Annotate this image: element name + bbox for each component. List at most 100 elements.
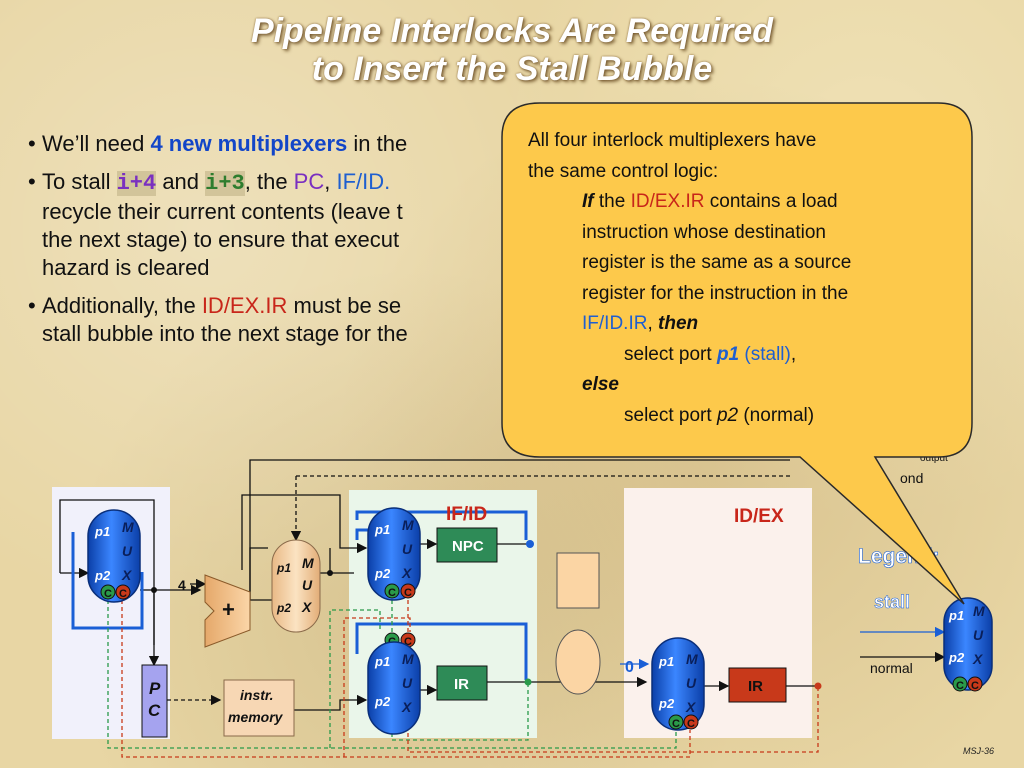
callout-then-line: IF/ID.IR, then bbox=[528, 309, 958, 340]
ir-junction-green bbox=[524, 678, 532, 686]
mux-port-p2: p2 bbox=[94, 568, 111, 583]
mux-label-x: X bbox=[121, 567, 133, 583]
bullet-1-tail: in the bbox=[347, 131, 408, 156]
bullet-2-code-i3: i+3 bbox=[205, 171, 245, 196]
bullet-3-tail: must be se bbox=[287, 293, 402, 318]
callout-line-5: register is the same as a source bbox=[582, 252, 852, 273]
bullet-2: • To stall i+4 and i+3, the PC, IF/ID. r… bbox=[28, 168, 748, 282]
mux-control-red: C bbox=[119, 588, 127, 600]
mux-label-m: M bbox=[122, 519, 134, 535]
output-label-fragment: output bbox=[920, 453, 948, 464]
mux-label-u: U bbox=[973, 627, 984, 643]
ifid-ir-label: IR bbox=[454, 676, 469, 693]
callout-if-keyword: If bbox=[582, 191, 594, 212]
mux-label-m: M bbox=[973, 603, 985, 619]
legend-mux bbox=[943, 597, 993, 691]
callout-stall-line: select port p1 (stall), bbox=[528, 340, 958, 371]
bullet-2-line2: recycle their current contents (leave t bbox=[42, 199, 403, 224]
bullet-list: • We’ll need 4 new multiplexers in the •… bbox=[28, 130, 748, 358]
idex-ir-label: IR bbox=[748, 678, 763, 695]
bullet-2-mid1: and bbox=[156, 169, 206, 194]
sign-extend-shape bbox=[555, 629, 601, 695]
cond-label-fragment: ond bbox=[900, 470, 923, 486]
pc-register: P C bbox=[141, 664, 168, 738]
mux-port-p2: p2 bbox=[948, 650, 965, 665]
callout-else-line: else bbox=[528, 370, 958, 401]
pc-label-c: C bbox=[148, 701, 161, 720]
slide-title-line1: Pipeline Interlocks Are Required bbox=[250, 12, 774, 50]
mux-control-red: C bbox=[404, 636, 412, 648]
slide-title-line2: to Insert the Stall Bubble bbox=[311, 50, 713, 88]
callout-text: All four interlock multiplexers have the… bbox=[528, 126, 958, 431]
register-file-shape bbox=[556, 552, 600, 609]
ifid-ir-register: IR bbox=[436, 665, 488, 701]
callout-line-1: All four interlock multiplexers have bbox=[528, 130, 817, 151]
npc-junction bbox=[526, 540, 534, 548]
mux-port-p1: p1 bbox=[94, 524, 110, 539]
mux-port-p1: p1 bbox=[948, 608, 964, 623]
mux-label-x: X bbox=[972, 651, 984, 667]
bullet-3: • Additionally, the ID/EX.IR must be se … bbox=[28, 292, 748, 348]
mux-control-green: C bbox=[956, 680, 964, 692]
mux-control-red: C bbox=[971, 680, 979, 692]
bullet-2-line4: hazard is cleared bbox=[42, 255, 210, 280]
callout-text-span: , bbox=[647, 313, 659, 334]
instr-memory-label-2: memory bbox=[228, 709, 284, 725]
callout-port-p1: p1 bbox=[716, 343, 740, 365]
mux-port-p2: p2 bbox=[374, 694, 391, 709]
mux-control-green: C bbox=[104, 588, 112, 600]
callout-ifid-ir: IF/ID.IR bbox=[582, 313, 648, 334]
wire-junction bbox=[151, 587, 157, 593]
mux-label-m: M bbox=[302, 555, 314, 571]
callout-line-4: instruction whose destination bbox=[582, 221, 826, 243]
bullet-2-code-i4: i+4 bbox=[116, 171, 157, 196]
mux-label-u: U bbox=[402, 541, 413, 557]
branch-mux: p1 p2 M U X bbox=[271, 539, 321, 633]
mux-label-u: U bbox=[122, 543, 133, 559]
mux-label-x: X bbox=[685, 699, 697, 715]
idex-ir-mux: 0 p1 p2 M U X C C bbox=[625, 637, 705, 731]
npc-mux: p1 p2 M U X C C bbox=[367, 507, 421, 601]
mux-label-m: M bbox=[402, 517, 414, 533]
mux-port-p1: p1 bbox=[658, 654, 674, 669]
mux-control-red: C bbox=[404, 587, 412, 599]
bullet-dot: • bbox=[28, 131, 36, 156]
legend-stall-label: stall bbox=[874, 592, 910, 612]
callout-idex-ir: ID/EX.IR bbox=[630, 191, 705, 212]
adder: 4 + bbox=[178, 574, 251, 648]
legend-normal-label: normal bbox=[870, 660, 913, 676]
pc-mux: p1 p2 M U X C C bbox=[87, 509, 141, 603]
callout-stall-word: (stall) bbox=[739, 343, 791, 365]
mux-label-m: M bbox=[686, 651, 698, 667]
bullet-1-text: We’ll need bbox=[42, 131, 151, 156]
mux-label-x: X bbox=[301, 599, 313, 615]
bullet-dot: • bbox=[28, 169, 36, 194]
pc-label-p: P bbox=[149, 679, 161, 698]
ir-junction-red bbox=[814, 682, 822, 690]
instruction-memory: instr. memory bbox=[223, 679, 295, 737]
ifid-ir-mux: C C p1 p2 M U X bbox=[367, 632, 421, 735]
callout-then-keyword: then bbox=[658, 313, 699, 334]
callout-if-line: If the ID/EX.IR contains a load bbox=[528, 187, 958, 218]
datapath-wires bbox=[59, 459, 946, 711]
mux-label-m: M bbox=[402, 651, 414, 667]
mux-control-red: C bbox=[687, 718, 695, 730]
mux-port-p1: p1 bbox=[276, 561, 291, 575]
mux-port-p2: p2 bbox=[374, 566, 391, 581]
mux-label-u: U bbox=[302, 577, 313, 593]
mux-control-green: C bbox=[672, 718, 680, 730]
bullet-1-accent: 4 new multiplexers bbox=[150, 131, 348, 156]
callout-text-span: (normal) bbox=[738, 404, 815, 426]
mux-label-u: U bbox=[686, 675, 697, 691]
bullet-3-text: Additionally, the bbox=[42, 293, 202, 318]
bullet-2-line3: the next stage) to ensure that execut bbox=[42, 227, 400, 252]
callout-text-span: select port bbox=[624, 404, 717, 426]
callout-bubble bbox=[501, 102, 973, 605]
idex-ir-register: IR bbox=[728, 667, 787, 703]
mux-label-x: X bbox=[401, 565, 413, 581]
callout-text-span: , bbox=[790, 343, 797, 365]
callout-else-keyword: else bbox=[582, 374, 619, 395]
bullet-2-pc: PC bbox=[293, 169, 325, 194]
mux-port-p1: p1 bbox=[374, 522, 390, 537]
